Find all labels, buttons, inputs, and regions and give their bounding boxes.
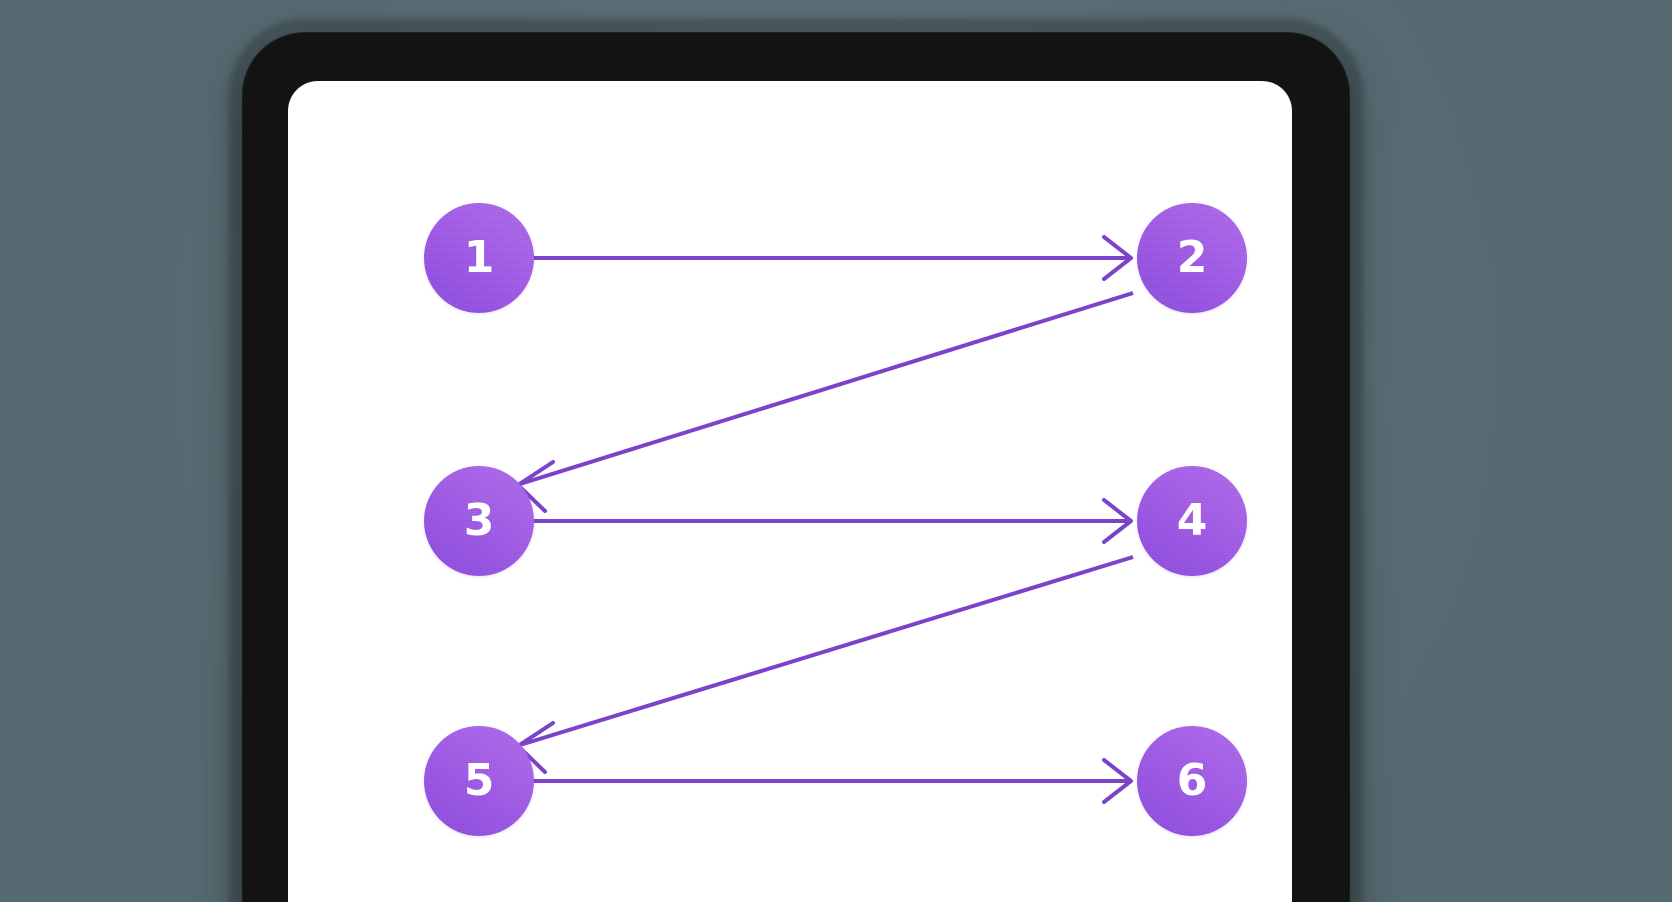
diagram-edges-layer xyxy=(516,235,1134,804)
edge-5-to-6 xyxy=(516,758,1133,804)
diagram-node-3[interactable]: 3 xyxy=(424,466,534,576)
device-frame: 1 2 3 4 5 6 xyxy=(243,33,1349,902)
diagram-node-6[interactable]: 6 xyxy=(1137,726,1247,836)
edge-1-to-2 xyxy=(516,235,1133,281)
diagram-node-4[interactable]: 4 xyxy=(1137,466,1247,576)
diagram-node-5[interactable]: 5 xyxy=(424,726,534,836)
edge-4-to-5 xyxy=(516,555,1134,774)
diagram-node-2[interactable]: 2 xyxy=(1137,203,1247,313)
diagram-node-1-label: 1 xyxy=(463,232,495,283)
diagram-node-5-label: 5 xyxy=(463,755,495,806)
device-screen: 1 2 3 4 5 6 xyxy=(288,81,1292,902)
diagram-node-1[interactable]: 1 xyxy=(424,203,534,313)
diagram-node-2-label: 2 xyxy=(1176,232,1208,283)
diagram-node-3-label: 3 xyxy=(463,495,495,546)
node-flow-diagram: 1 2 3 4 5 6 xyxy=(288,81,1292,902)
diagram-node-4-label: 4 xyxy=(1176,495,1208,546)
diagram-node-6-label: 6 xyxy=(1176,755,1208,806)
edge-3-to-4 xyxy=(516,498,1133,544)
edge-2-to-3 xyxy=(516,291,1134,513)
